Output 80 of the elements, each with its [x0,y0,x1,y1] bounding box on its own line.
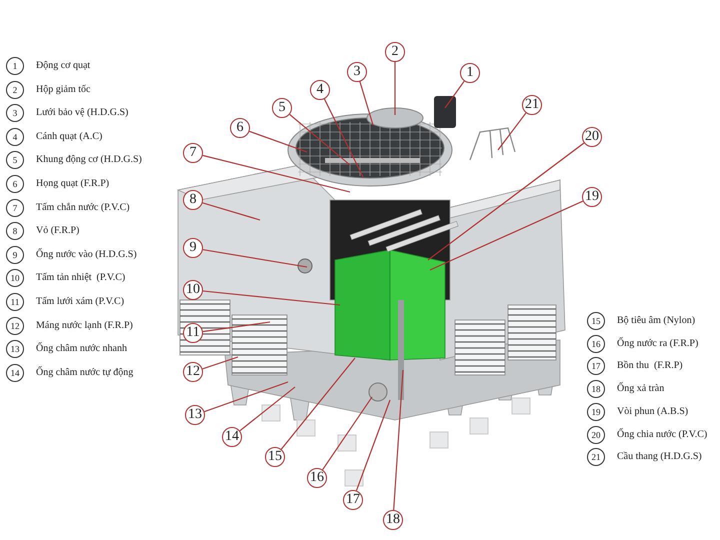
key-number: 20 [587,426,605,444]
key-number: 5 [6,151,24,170]
leader-line [393,370,404,510]
leader-line [202,249,308,268]
key-number: 2 [6,80,24,99]
callout-number: 2 [385,42,405,62]
leader-line [322,396,372,470]
key-number: 11 [6,293,24,311]
leader-line [289,114,350,166]
leader-line [204,381,288,412]
leader-line [498,112,526,150]
part-name: Cầu thang (H.D.G.S) [617,451,702,464]
leader-line [202,290,340,306]
part-name: Ống chia nước (P.V.C) [617,428,708,440]
key-number: 21 [587,448,605,466]
key-number: 17 [587,357,605,376]
part-name: Ống nước vào (H.D.G.S) [36,248,137,261]
key-number: 10 [6,269,24,288]
callout-number: 12 [183,362,203,382]
callout-number: 5 [272,98,292,118]
key-number: 8 [6,222,24,240]
leader-line [430,200,584,270]
key-number: 9 [6,246,24,264]
callout-number: 1 [460,63,480,83]
leader-line [240,386,296,432]
part-name: Ống châm nước nhanh [36,343,127,356]
key-number: 14 [6,364,24,382]
callout-number: 15 [265,447,285,467]
leader-line [359,81,374,126]
callout-number: 16 [307,468,327,488]
part-name: Ống xả tràn [617,383,664,396]
part-name: Họng quạt (F.R.P) [36,178,110,190]
leader-line [249,130,308,153]
callout-number: 18 [383,510,403,530]
key-number: 16 [587,334,605,353]
leader-line [202,321,270,332]
key-number: 13 [6,340,24,358]
part-name: Lưới bảo vệ (H.D.G.S) [36,107,128,120]
key-number: 19 [587,402,605,421]
key-number: 4 [6,128,24,146]
part-name: Tấm chắn nước (P.V.C) [36,202,130,214]
part-name: Ống nước ra (F.R.P) [617,338,698,350]
callout-number: 21 [522,95,542,115]
callout-number: 19 [582,187,602,207]
key-number: 18 [587,380,605,398]
callout-number: 13 [185,405,205,425]
callout-number: 6 [230,118,250,138]
leader-line [394,62,396,115]
key-number: 15 [587,312,605,330]
callout-number: 20 [582,127,602,147]
part-name: Tấm lưới xám (P.V.C) [36,296,124,308]
leader-line [356,400,391,491]
part-name: Hộp giảm tốc [36,84,90,96]
part-name: Ống châm nước tự động [36,366,134,379]
leader-line [444,80,465,108]
leader-line [324,98,364,178]
callout-number: 17 [343,490,363,510]
leader-line [428,142,584,260]
part-name: Bồn thu (F.R.P) [617,360,683,372]
part-name: Bộ tiêu âm (Nylon) [617,315,696,327]
callout-number: 7 [183,143,203,163]
leader-line [202,154,350,193]
callout-number: 4 [310,80,330,100]
leader-line [280,358,356,450]
part-name: Tấm tản nhiệt (P.V.C) [36,272,126,284]
key-number: 1 [6,57,24,75]
part-name: Vỏ (F.R.P) [36,225,80,238]
part-name: Cánh quạt (A.C) [36,130,102,143]
leader-line [202,202,260,221]
leader-line [202,356,238,370]
callout-number: 14 [222,427,242,447]
key-number: 7 [6,198,24,217]
part-name: Khung động cơ (H.D.G.S) [36,154,142,166]
key-number: 12 [6,316,24,335]
part-name: Động cơ quạt [36,60,90,72]
part-name: Vòi phun (A.B.S) [617,406,688,418]
key-number: 3 [6,104,24,122]
key-number: 6 [6,175,24,193]
part-name: Máng nước lạnh (F.R.P) [36,320,133,332]
callout-number: 3 [347,62,367,82]
